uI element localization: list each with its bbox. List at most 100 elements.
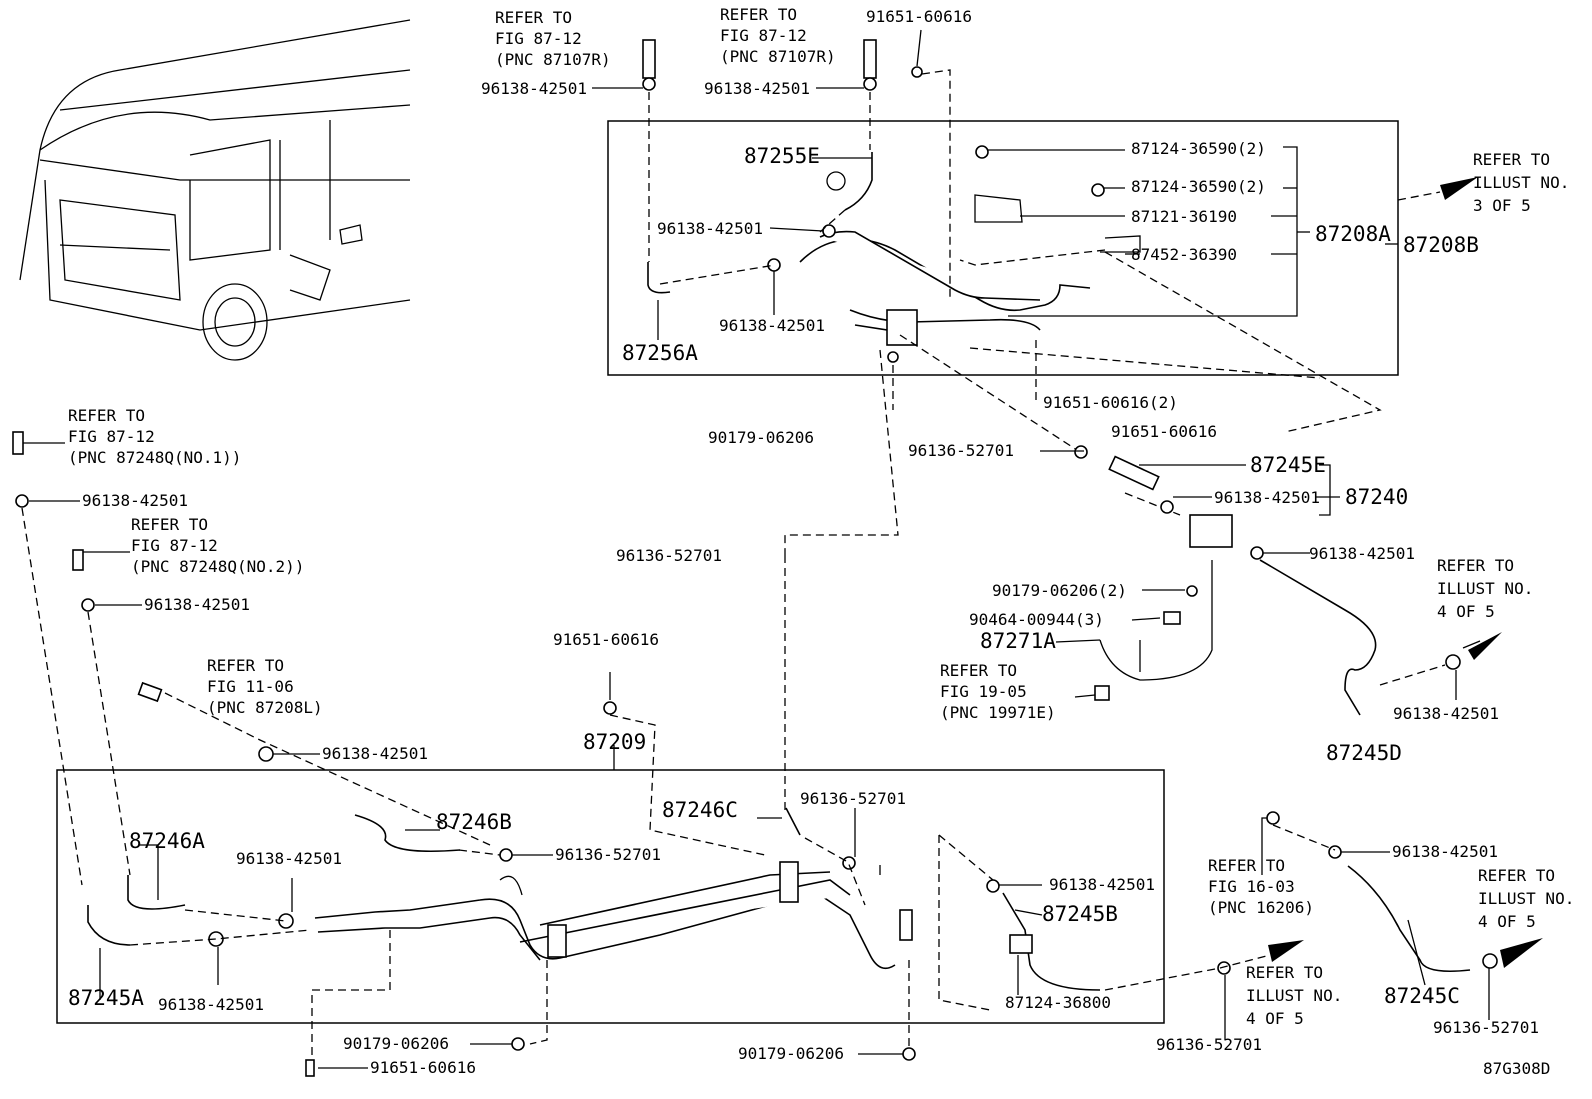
part-87124-2: 87124-36590(2) [1131,177,1266,196]
ref-illust-4a-3: 4 OF 5 [1437,602,1495,621]
hose-87246C [785,807,801,836]
assembly-box-87209 [56,769,1165,1024]
part-87256A: 87256A [622,341,698,365]
assembly-box-87208 [607,120,1399,376]
ref-fig-87-12-b-2: FIG 87-12 [720,26,807,45]
ref-no2-3: (PNC 87248Q(NO.2)) [131,557,304,576]
ref-fig-11-06-1: REFER TO [207,656,284,675]
part-87245B: 87245B [1042,902,1118,926]
part-91651-2: 91651-60616(2) [1043,393,1178,412]
hose-87245E [1108,455,1160,491]
hose-87246B [354,814,461,853]
part-96138-low: 96138-42501 [719,316,825,335]
part-96138-top-a: 96138-42501 [481,79,587,98]
heater-pipe-upper [799,230,1091,333]
part-96138-l6: 96138-42501 [158,995,264,1014]
ref-illust-3-2: ILLUST NO. [1473,173,1569,192]
hose-87245B [1002,892,1101,991]
part-87452: 87452-36390 [1131,245,1237,264]
ref-illust-4c-2: ILLUST NO. [1478,889,1574,908]
part-87121: 87121-36190 [1131,207,1237,226]
part-91651-bot: 91651-60616 [370,1058,476,1077]
part-96136-f: 96136-52701 [1433,1018,1539,1037]
part-96138-l3: 96138-42501 [322,744,428,763]
ref-fig-16-03-1: REFER TO [1208,856,1285,875]
part-96138-g: 96138-42501 [1393,704,1499,723]
part-87208A: 87208A [1315,222,1391,246]
ref-illust-4a-1: REFER TO [1437,556,1514,575]
part-96136-e: 96136-52701 [1156,1035,1262,1054]
part-87246A: 87246A [129,829,205,853]
part-96138-l4: 96138-42501 [236,849,342,868]
ref-no2-2: FIG 87-12 [131,536,218,555]
ref-no1-2: FIG 87-12 [68,427,155,446]
part-90179-c: 90179-06206 [738,1044,844,1063]
hose-87255E [844,152,873,211]
ref-fig-16-03-3: (PNC 16206) [1208,898,1314,917]
part-87124-1: 87124-36590(2) [1131,139,1266,158]
part-96136-b: 96136-52701 [616,546,722,565]
part-87208B: 87208B [1403,233,1479,257]
part-87245D: 87245D [1326,741,1402,765]
part-96138-l1: 96138-42501 [82,491,188,510]
part-96138-e: 96138-42501 [1214,488,1320,507]
ref-fig-11-06-2: FIG 11-06 [207,677,294,696]
part-87245E: 87245E [1250,453,1326,477]
ref-illust-4b-1: REFER TO [1246,963,1323,982]
part-90179-b: 90179-06206 [343,1034,449,1053]
heater-pipe-lower [314,871,896,970]
diagram-id: 87G308D [1483,1059,1550,1078]
part-96138-l5: 96138-42501 [1049,875,1155,894]
hose-87245D [1259,559,1377,716]
ref-fig-87-12-b-1: REFER TO [720,5,797,24]
part-87209: 87209 [583,730,646,754]
part-96138-top-b: 96138-42501 [704,79,810,98]
ref-fig-19-05-3: (PNC 19971E) [940,703,1056,722]
ref-no2-1: REFER TO [131,515,208,534]
part-87246B: 87246B [436,810,512,834]
ref-illust-4a-2: ILLUST NO. [1437,579,1533,598]
ref-illust-4b-2: ILLUST NO. [1246,986,1342,1005]
part-90179-a: 90179-06206 [708,428,814,447]
hose-87245A [87,905,131,946]
part-96136-c: 96136-52701 [800,789,906,808]
part-91651-mid: 91651-60616 [553,630,659,649]
part-90464: 90464-00944(3) [969,610,1104,629]
part-87124-36800: 87124-36800 [1005,993,1111,1012]
ref-illust-3-3: 3 OF 5 [1473,196,1531,215]
ref-illust-4c-1: REFER TO [1478,866,1555,885]
ref-illust-4c-3: 4 OF 5 [1478,912,1536,931]
part-96136-a: 96136-52701 [908,441,1014,460]
part-91651-r: 91651-60616 [1111,422,1217,441]
part-96138-mid: 96138-42501 [657,219,763,238]
ref-fig-87-12-a-2: FIG 87-12 [495,29,582,48]
part-91651-top: 91651-60616 [866,7,972,26]
part-87271A: 87271A [980,629,1056,653]
part-87255E: 87255E [744,144,820,168]
part-96138-l2: 96138-42501 [144,595,250,614]
ref-fig-87-12-a-3: (PNC 87107R) [495,50,611,69]
label-layer: REFER TO FIG 87-12 (PNC 87107R) REFER TO… [68,5,1574,1078]
part-96138-r: 96138-42501 [1392,842,1498,861]
ref-fig-11-06-3: (PNC 87208L) [207,698,323,717]
part-90179-2: 90179-06206(2) [992,581,1127,600]
ref-no1-1: REFER TO [68,406,145,425]
hose-87256A [647,262,671,294]
ref-fig-87-12-a-1: REFER TO [495,8,572,27]
ref-illust-4b-3: 4 OF 5 [1246,1009,1304,1028]
part-87246C: 87246C [662,798,738,822]
ref-fig-19-05-1: REFER TO [940,661,1017,680]
part-87245C: 87245C [1384,984,1460,1008]
part-87240: 87240 [1345,485,1408,509]
hose-87246A [127,875,186,910]
ref-fig-16-03-2: FIG 16-03 [1208,877,1295,896]
valve-block-upper [886,309,918,346]
part-87245A: 87245A [68,986,144,1010]
ref-fig-19-05-2: FIG 19-05 [940,682,1027,701]
hose-87245C [1347,865,1471,973]
ref-fig-87-12-b-3: (PNC 87107R) [720,47,836,66]
vehicle-illustration [19,19,411,361]
water-valve-87240 [1189,514,1233,548]
